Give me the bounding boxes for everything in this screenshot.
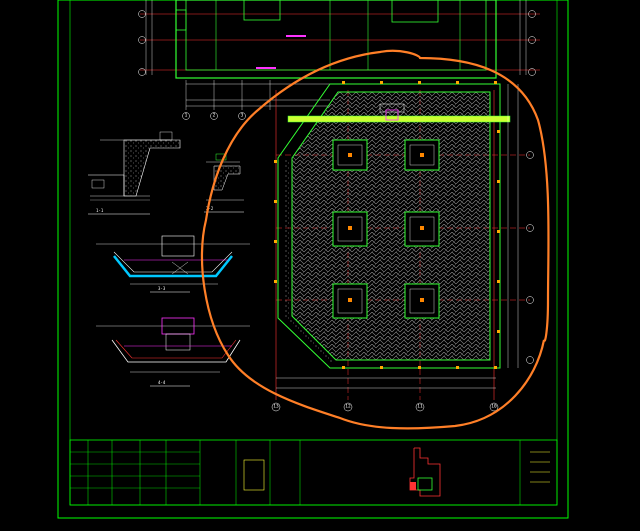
title-block	[69, 439, 558, 506]
detail-caption-3: 3-3	[158, 286, 166, 291]
section-detail-1: 1-1	[88, 131, 181, 215]
pit-slope-band	[277, 83, 501, 369]
detail-caption-4: 4-4	[158, 380, 166, 385]
detail-caption-1: 1-1	[96, 208, 104, 213]
svg-text:12: 12	[345, 404, 351, 410]
svg-text:2: 2	[213, 113, 216, 119]
axis-bubble-11: 11	[415, 402, 425, 412]
upper-floor-plan	[140, 0, 540, 110]
svg-text:1: 1	[185, 113, 188, 119]
axis-bubble-top-2: 2	[210, 112, 218, 120]
axis-bubble-top-3: 3	[238, 112, 246, 120]
svg-text:13: 13	[273, 404, 279, 410]
svg-text:10: 10	[491, 404, 497, 410]
dewatering-points	[274, 81, 500, 369]
pile-cap-group	[332, 139, 440, 319]
markup-circle-annotation	[200, 49, 550, 430]
svg-text:11: 11	[417, 404, 423, 410]
bottom-axis-bubbles: 13 12 11 10	[271, 402, 499, 412]
svg-text:3: 3	[241, 113, 244, 119]
pit-hatched-bottom	[291, 91, 491, 361]
section-detail-4: 4-4	[96, 317, 250, 387]
axis-bubble-10: 10	[489, 402, 499, 412]
section-detail-3: 3-3	[96, 235, 250, 293]
key-plan-thumbnail	[409, 447, 441, 497]
detail-caption-2: 2-2	[206, 206, 214, 211]
axis-bubble-13: 13	[271, 402, 281, 412]
foundation-pit-plan	[274, 81, 534, 400]
axis-bubble-12: 12	[343, 402, 353, 412]
axis-bubble-top-1: 1	[182, 112, 190, 120]
top-axis-bubbles: 1 2 3	[138, 10, 536, 120]
